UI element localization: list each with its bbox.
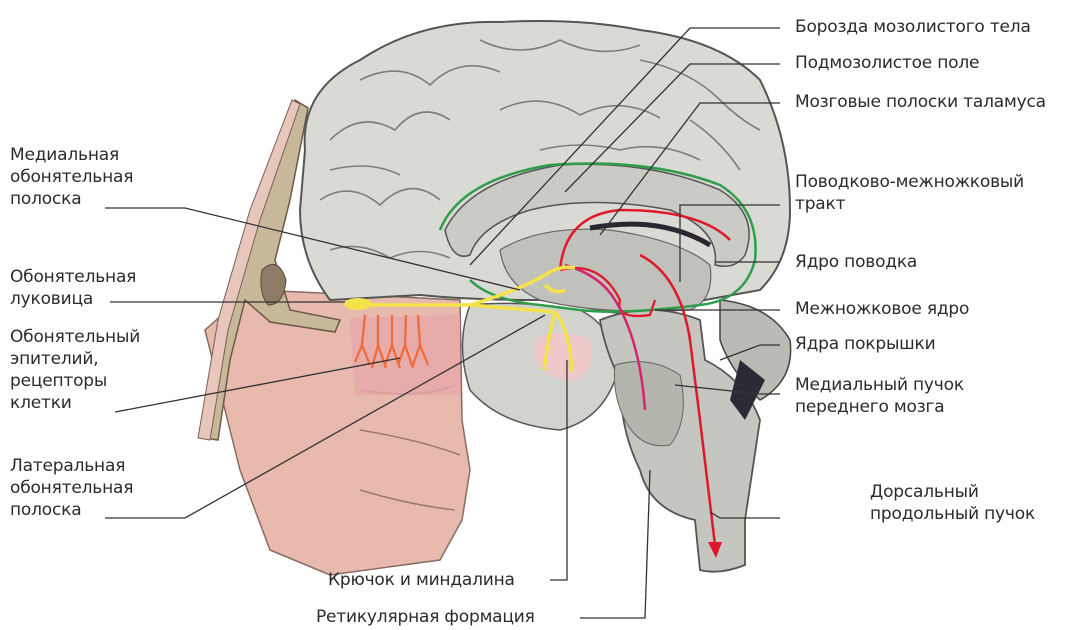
label-interpeduncular-nucleus: Межножковое ядро [795,298,969,320]
label-uncus-amygdala: Крючок и миндалина [328,569,515,591]
label-subcallosal-area: Подмозолистое поле [795,52,979,74]
label-sulcus-corporis-callosi: Борозда мозолистого тела [795,16,1031,38]
label-lateral-stria: Латеральная обонятельная полоска [10,455,133,521]
temporal-lobe [463,303,616,430]
label-medial-forebrain-bundle: Медиальный пучок переднего мозга [795,374,964,418]
label-habenulo-interpeduncular: Поводково-межножковый тракт [795,171,1024,215]
olfactory-bulb-shape [344,298,372,310]
label-dorsal-longitudinal: Дорсальный продольный пучок [870,481,1035,525]
label-stria-medullaris: Мозговые полоски таламуса [795,91,1046,113]
label-olfactory-epithelium: Обонятельный эпителий, рецепторы клетки [10,326,140,414]
pons [614,362,683,446]
label-tegmental-nuclei: Ядра покрышки [795,333,935,355]
label-habenular-nucleus: Ядро поводка [795,251,917,273]
label-reticular-formation: Ретикулярная формация [316,606,535,628]
label-medial-stria: Медиальная обонятельная полоска [10,144,133,210]
label-olfactory-bulb: Обонятельная луковица [10,266,136,310]
